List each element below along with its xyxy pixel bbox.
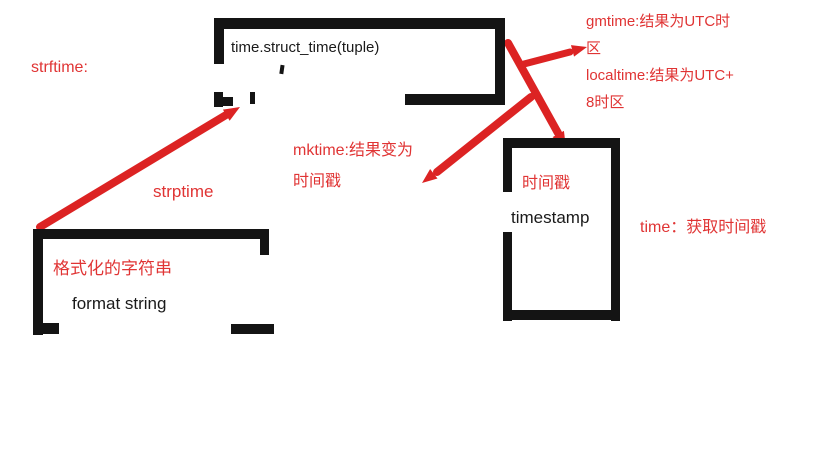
stray-mark [279,64,285,75]
box-border [33,229,43,335]
box-border [214,18,224,64]
gmtime-localtime-note: gmtime:结果为UTC时 区 localtime:结果为UTC+ 8时区 [586,8,734,116]
arrow-strptime [36,107,240,231]
time-get-timestamp-note: time：获取时间戳 [640,219,767,236]
format-string-label-en: format string [72,294,167,313]
box-border [405,94,505,105]
box-border [503,138,620,148]
box-border [36,229,269,239]
mktime-note: mktime:结果变为 时间戳 [293,135,413,197]
arrow-mktime [422,93,535,183]
box-border [260,229,269,255]
box-border [503,232,512,321]
box-border [495,18,505,105]
note-line: 8时区 [586,94,625,111]
note-line: 时间戳 [293,173,342,190]
format-string-box: 格式化的字符串 format string [33,228,274,335]
strptime-label: strptime [153,182,214,201]
struct-time-box: time.struct_time(tuple) [214,18,505,107]
box-border [214,18,505,29]
note-line: mktime:结果变为 [293,142,414,159]
box-border [503,138,512,192]
box-border [214,97,233,106]
arrow-gmtime-pointer [520,45,587,68]
box-border [611,138,620,321]
note-line: 区 [586,40,602,57]
format-string-label-cn: 格式化的字符串 [53,259,172,278]
box-border [33,323,59,334]
note-line: localtime:结果为UTC+ [586,67,734,84]
box-border [231,324,274,334]
timestamp-label-en: timestamp [511,208,590,227]
struct-time-label: time.struct_time(tuple) [231,39,380,56]
timestamp-label-cn: 时间戳 [522,175,571,192]
strftime-label: strftime: [31,59,88,76]
timestamp-box: 时间戳 timestamp [503,138,620,321]
box-border [503,310,620,320]
note-line: gmtime:结果为UTC时 [586,13,731,30]
stray-mark [250,92,255,104]
